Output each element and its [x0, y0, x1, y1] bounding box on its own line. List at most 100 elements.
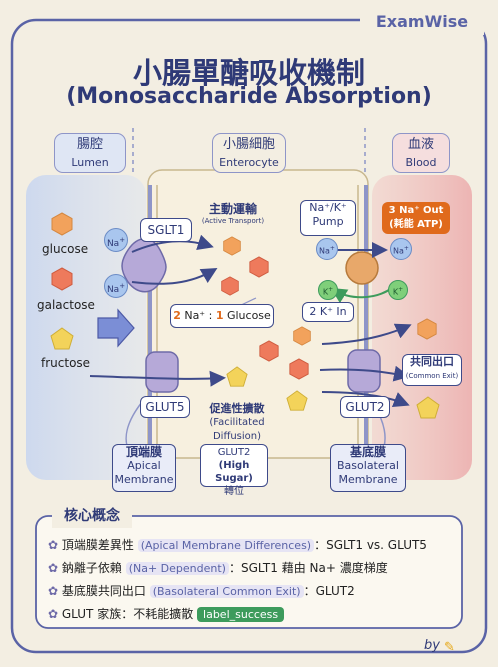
galactose-label: galactose — [37, 298, 95, 312]
summary-item: ✿ GLUT 家族：不耗能擴散 label_success — [48, 603, 458, 626]
glucose-hexagon-icon — [417, 318, 437, 340]
column-lumen-zh: 腸腔 — [76, 137, 103, 152]
column-blood-zh: 血液 — [407, 137, 434, 152]
summary-list: ✿ 頂端膜差異性 (Apical Membrane Differences)：S… — [48, 534, 458, 626]
fructose-label: fructose — [41, 356, 91, 370]
summary-item-text: 鈉離子依賴 — [61, 561, 126, 575]
na-ion-icon: Na+ — [390, 238, 412, 260]
na-ion-label: Na — [106, 285, 120, 295]
galactose-hexagon-icon — [249, 256, 269, 278]
glut2-note-line1: GLUT2 — [217, 447, 251, 458]
summary-item-detail: ：SGLT1 藉由 Na+ 濃度梯度 — [228, 561, 388, 575]
glut2-note-line2: (High Sugar) — [215, 460, 253, 484]
footer-by: by — [424, 638, 440, 653]
na-ion-icon: Na+ — [104, 274, 128, 298]
summary-item-detail: ：GLUT2 — [303, 584, 355, 598]
flower-bullet-icon: ✿ — [48, 538, 62, 552]
basolateral-zh: 基底膜 — [349, 445, 386, 459]
na-ion-charge: + — [119, 282, 126, 290]
summary-title: 核心概念 — [52, 504, 132, 528]
na-ion-label: Na — [393, 246, 404, 256]
summary-item-text: 頂端膜差異性 — [61, 538, 138, 552]
glucose-label: glucose — [42, 242, 89, 256]
glut2-note-line3: 轉位 — [224, 486, 244, 497]
common-exit-label: 共同出口 (Common Exit) — [402, 354, 462, 386]
pump-label-line2: Pump — [312, 215, 344, 228]
facilitated-zh: 促進性擴散 — [209, 402, 265, 415]
na-out-line2: (耗能 ATP) — [389, 219, 443, 230]
brand-logo: ExamWise — [360, 9, 484, 35]
summary-item: ✿ 頂端膜差異性 (Apical Membrane Differences)：S… — [48, 534, 458, 557]
basolateral-membrane-label: 基底膜 Basolateral Membrane — [330, 444, 406, 492]
k-ion-charge: + — [398, 286, 404, 293]
active-transport-en: (Active Transport) — [201, 217, 265, 225]
summary-item-detail: ：SGLT1 vs. GLUT5 — [314, 538, 427, 552]
column-enterocyte: 小腸細胞 Enterocyte — [212, 133, 286, 173]
galactose-hexagon-icon — [259, 340, 279, 362]
pump-label-line1: Na⁺/K⁺ — [309, 201, 347, 214]
facilitated-diffusion-label: 促進性擴散 (Facilitated Diffusion) — [200, 402, 274, 444]
summary-item: ✿ 基底膜共同出口 (Basolateral Common Exit)：GLUT… — [48, 580, 458, 603]
common-exit-en: (Common Exit) — [405, 372, 459, 380]
na-ion-charge: + — [403, 245, 409, 252]
column-blood: 血液 Blood — [392, 133, 450, 173]
ratio-na-text: Na⁺ : — [180, 309, 216, 322]
column-enterocyte-zh: 小腸細胞 — [222, 137, 275, 152]
ratio-label: 2 Na⁺ : 1 Glucose — [170, 304, 274, 328]
k-in-label: 2 K⁺ In — [302, 302, 354, 322]
na-ion-charge: + — [119, 236, 126, 244]
page-title: 小腸單醣吸收機制 — [132, 56, 365, 90]
column-lumen-en: Lumen — [71, 156, 109, 169]
apical-en1: Apical — [127, 459, 161, 472]
na-ion-icon: Na+ — [104, 228, 128, 252]
summary-item-text: GLUT 家族：不耗能擴散 — [61, 607, 198, 621]
fructose-pentagon-icon — [286, 390, 308, 411]
active-transport-label: 主動運輸 (Active Transport) — [196, 200, 270, 225]
k-ion-icon: K+ — [318, 280, 338, 300]
glucose-hexagon-icon — [51, 212, 73, 236]
ratio-na-count: 2 — [173, 309, 181, 322]
summary-item-tag: (Na+ Dependent) — [125, 562, 229, 575]
k-ion-label: K — [322, 287, 329, 297]
basolateral-en2: Membrane — [338, 473, 398, 486]
na-ion-charge: + — [329, 245, 335, 252]
ratio-glucose-count: 1 — [215, 309, 224, 322]
common-exit-zh: 共同出口 — [410, 355, 454, 368]
na-ion-label: Na — [319, 246, 330, 256]
summary-item-success-tag: label_success — [197, 607, 285, 622]
apical-zh: 頂端膜 — [125, 445, 162, 459]
pump-label: Na⁺/K⁺ Pump — [300, 200, 356, 236]
glut2-label: GLUT2 — [340, 396, 390, 418]
fructose-pentagon-icon — [416, 396, 440, 419]
summary-item-text: 基底膜共同出口 — [61, 584, 150, 598]
flower-bullet-icon: ✿ — [48, 584, 62, 598]
na-ion-icon: Na+ — [316, 238, 338, 260]
flower-bullet-icon: ✿ — [48, 561, 62, 575]
column-enterocyte-en: Enterocyte — [219, 156, 279, 169]
column-blood-en: Blood — [405, 156, 437, 169]
sglt1-label: SGLT1 — [140, 218, 192, 242]
glucose-hexagon-icon — [223, 236, 241, 256]
k-ion-icon: K+ — [388, 280, 408, 300]
k-ion-label: K — [392, 287, 399, 297]
active-transport-zh: 主動運輸 — [208, 202, 257, 216]
column-lumen: 腸腔 Lumen — [54, 133, 126, 173]
galactose-hexagon-icon — [289, 358, 309, 380]
galactose-hexagon-icon — [51, 267, 73, 291]
glut5-label: GLUT5 — [140, 396, 190, 418]
fructose-pentagon-icon — [50, 327, 74, 350]
summary-item-tag: (Apical Membrane Differences) — [137, 539, 315, 552]
basolateral-en1: Basolateral — [337, 459, 399, 472]
author-logo-icon: ✎ — [444, 640, 455, 655]
fructose-pentagon-icon — [226, 366, 248, 387]
glut2-note: GLUT2 (High Sugar) 轉位 — [200, 444, 268, 497]
ratio-glucose-text: Glucose — [223, 309, 271, 322]
apical-en2: Membrane — [114, 473, 174, 486]
na-out-line1: 3 Na⁺ Out — [388, 205, 444, 216]
page-subtitle: (Monosaccharide Absorption) — [66, 84, 432, 109]
facilitated-en2: Diffusion) — [212, 431, 262, 442]
flower-bullet-icon: ✿ — [48, 607, 62, 621]
facilitated-en1: (Facilitated — [209, 417, 265, 428]
k-ion-charge: + — [328, 286, 334, 293]
